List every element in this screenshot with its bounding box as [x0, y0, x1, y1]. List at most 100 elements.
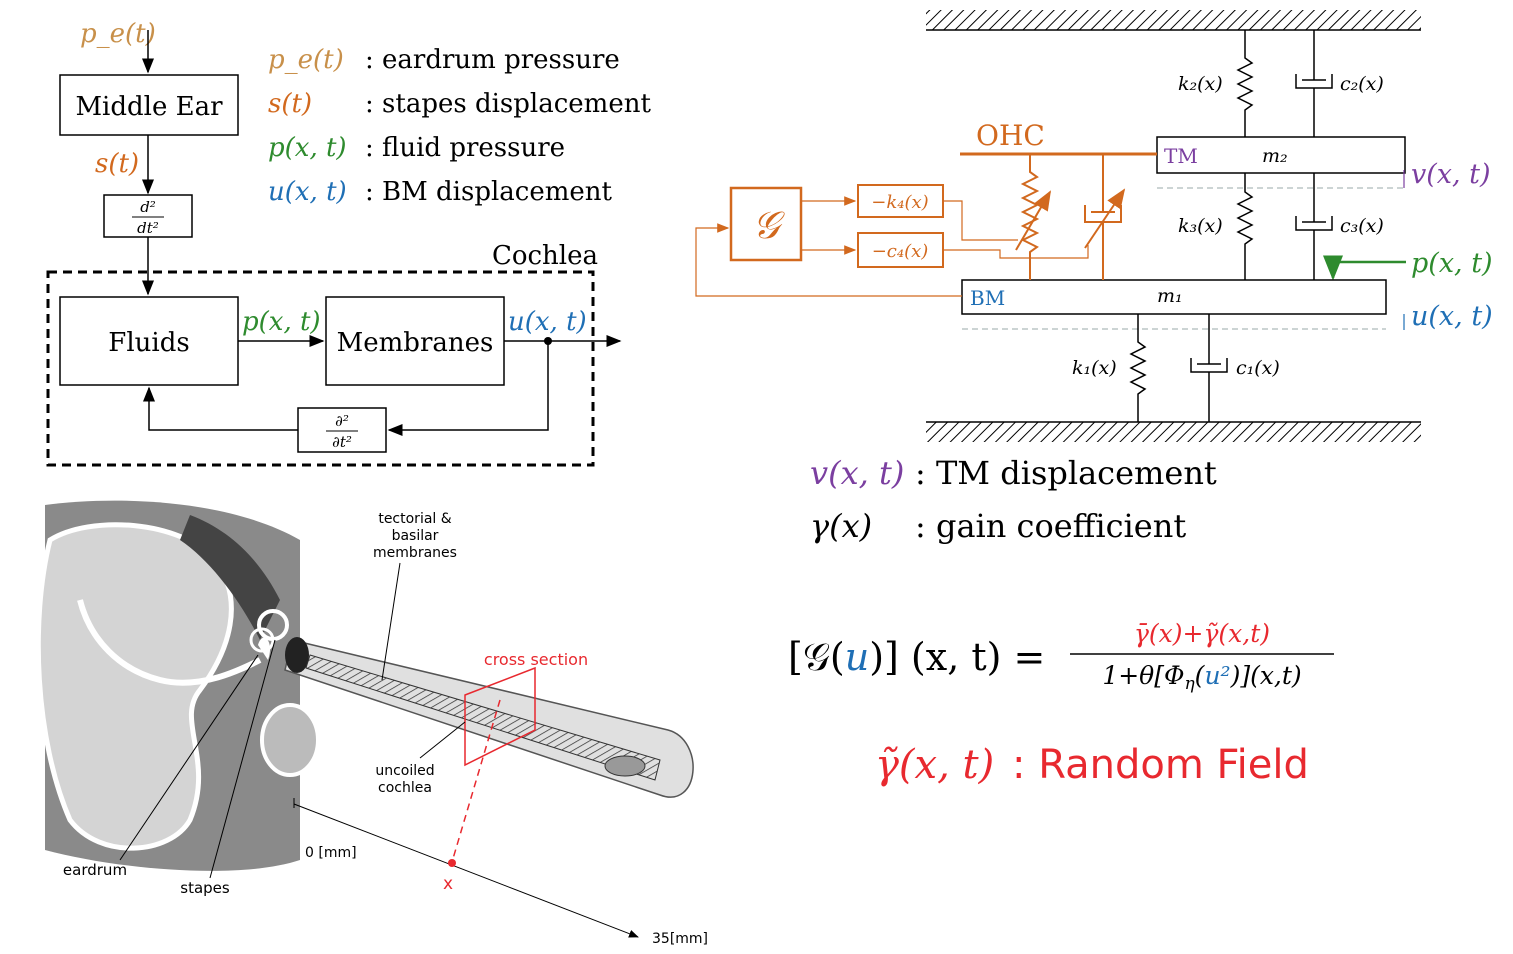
legend-desc-u: : BM displacement — [365, 177, 613, 207]
feedback-path-b — [143, 386, 298, 431]
ohc-damper-arrow — [1084, 188, 1126, 249]
eq-numerator: γ̄(x)+γ̃(x,t) — [1134, 619, 1270, 648]
c2-label: c₂(x) — [1340, 73, 1384, 95]
spring-k1 — [1129, 314, 1147, 422]
legend-symbol-p: p(x, t) — [268, 133, 347, 163]
random-field-symbol: γ̃(x, t) — [875, 742, 994, 788]
x-position-dot — [448, 859, 456, 867]
pressure-arrow — [1323, 255, 1406, 281]
fluids-box — [59, 296, 239, 386]
ohc-label: OHC — [976, 119, 1045, 152]
c1-label: c₁(x) — [1236, 357, 1280, 379]
bottom-wall — [926, 422, 1421, 442]
position-axis — [293, 803, 639, 938]
feedback-path-a — [387, 341, 549, 436]
middle-ear-label: Middle Ear — [75, 92, 223, 122]
v-label: v(x, t) — [1411, 159, 1491, 190]
feedback-to-g — [695, 223, 962, 297]
skull-bone — [180, 515, 280, 640]
ear-illustration: cross section tectorial & basilar membra… — [35, 500, 708, 947]
cochlea-boundary — [46, 270, 595, 467]
eardrum-shape — [258, 637, 271, 660]
eardrum-leader — [119, 654, 259, 861]
def-v-symbol: v(x, t) — [810, 454, 904, 492]
neg-c4-box — [857, 232, 944, 268]
block-diagram: p_e(t) Middle Ear s(t) d² dt² Cochlea Fl… — [46, 19, 622, 467]
uncoiled-leader — [419, 721, 466, 759]
bm-mass — [961, 279, 1387, 315]
variable-legend: p_e(t) : eardrum pressure s(t) : stapes … — [268, 45, 651, 207]
pderiv-denominator: ∂t² — [332, 433, 352, 451]
stapes-illus-label: stapes — [180, 879, 230, 897]
cochlea-opening — [285, 637, 309, 673]
uncoiled-label: uncoiled — [375, 763, 434, 779]
gain-equation: [𝒢(u)] (x, t) = γ̄(x)+γ̃(x,t) 1+θ[Φη(u²)… — [788, 619, 1334, 694]
k3-label: k₃(x) — [1178, 215, 1223, 237]
tm-label: TM — [1164, 144, 1198, 168]
m1-label: m₁ — [1157, 285, 1183, 307]
cochlea-label: Cochlea — [492, 241, 598, 271]
membranes-box — [325, 296, 505, 386]
definitions: v(x, t) : TM displacement γ(x) : gain co… — [810, 454, 1217, 545]
random-field-desc: : Random Field — [1012, 742, 1309, 788]
semicircular-canal-b — [249, 627, 275, 653]
cochlea-end-cap — [604, 755, 646, 777]
legend-symbol-pe: p_e(t) — [268, 45, 344, 75]
eq-denominator: 1+θ[Φη(u²)](x,t) — [1102, 661, 1301, 694]
def-gamma-symbol: γ(x) — [810, 507, 872, 545]
end-mm-label: 35[mm] — [652, 931, 708, 947]
spring-k2 — [1236, 30, 1254, 137]
c3-label: c₃(x) — [1340, 215, 1384, 237]
legend-symbol-u: u(x, t) — [268, 177, 347, 207]
second-derivative-box — [103, 194, 193, 238]
basilar-membrane-strip — [305, 654, 661, 781]
neg-k4-label: −k₄(x) — [871, 192, 928, 213]
stapes-label: s(t) — [95, 149, 139, 179]
m2-label: m₂ — [1262, 145, 1288, 167]
neg-c4-label: −c₄(x) — [872, 241, 929, 262]
ear-canal — [77, 599, 262, 686]
p-label: p(x, t) — [1411, 248, 1493, 279]
tectorial-label: tectorial & — [378, 511, 451, 527]
fluids-label: Fluids — [108, 328, 189, 358]
eq-lhs: [𝒢(u)] (x, t) = — [788, 635, 1045, 679]
basilar-label: basilar — [392, 528, 439, 544]
bm-label: BM — [970, 286, 1005, 310]
top-wall — [926, 10, 1421, 30]
spring-k3 — [1236, 173, 1254, 280]
ohc-active-spring — [1020, 154, 1040, 280]
legend-desc-pe: : eardrum pressure — [365, 45, 620, 75]
ohc-spring-arrow — [1015, 190, 1052, 251]
stapes-leader — [209, 639, 276, 879]
u-label: u(x, t) — [1411, 301, 1493, 332]
cross-section-label: cross section — [484, 650, 588, 669]
legend-desc-s: : stapes displacement — [365, 89, 651, 119]
tectorial-leader — [381, 562, 401, 681]
input-pe-label: p_e(t) — [80, 19, 156, 49]
jaw-joint — [260, 703, 320, 777]
deriv-denominator: dt² — [137, 219, 159, 237]
random-field-note: γ̃(x, t) : Random Field — [875, 742, 1309, 788]
cochlea-illus-label: cochlea — [378, 780, 432, 796]
deriv-numerator: d² — [140, 198, 156, 216]
pressure-label: p(x, t) — [242, 307, 321, 337]
gain-operator-box — [729, 186, 803, 262]
legend-symbol-s: s(t) — [268, 89, 312, 119]
partial-derivative-box — [297, 407, 387, 453]
def-gamma-desc: : gain coefficient — [915, 507, 1186, 545]
mechanical-model: k₂(x) c₂(x) TM m₂ v(x, t) k₃(x) c₃(x) p(… — [695, 10, 1493, 442]
membranes-illus-label: membranes — [373, 545, 457, 561]
x-label: x — [443, 874, 453, 894]
k2-label: k₂(x) — [1178, 73, 1223, 95]
k4-to-spring — [943, 200, 1018, 241]
k1-label: k₁(x) — [1072, 357, 1117, 379]
membranes-label: Membranes — [337, 328, 494, 358]
zero-mm-label: 0 [mm] — [305, 845, 357, 861]
legend-desc-p: : fluid pressure — [365, 133, 565, 163]
x-position-marker-line — [451, 699, 501, 863]
pderiv-numerator: ∂² — [335, 412, 349, 430]
eardrum-label: eardrum — [63, 861, 127, 879]
def-v-desc: : TM displacement — [915, 454, 1217, 492]
c4-to-damper — [943, 245, 1089, 259]
